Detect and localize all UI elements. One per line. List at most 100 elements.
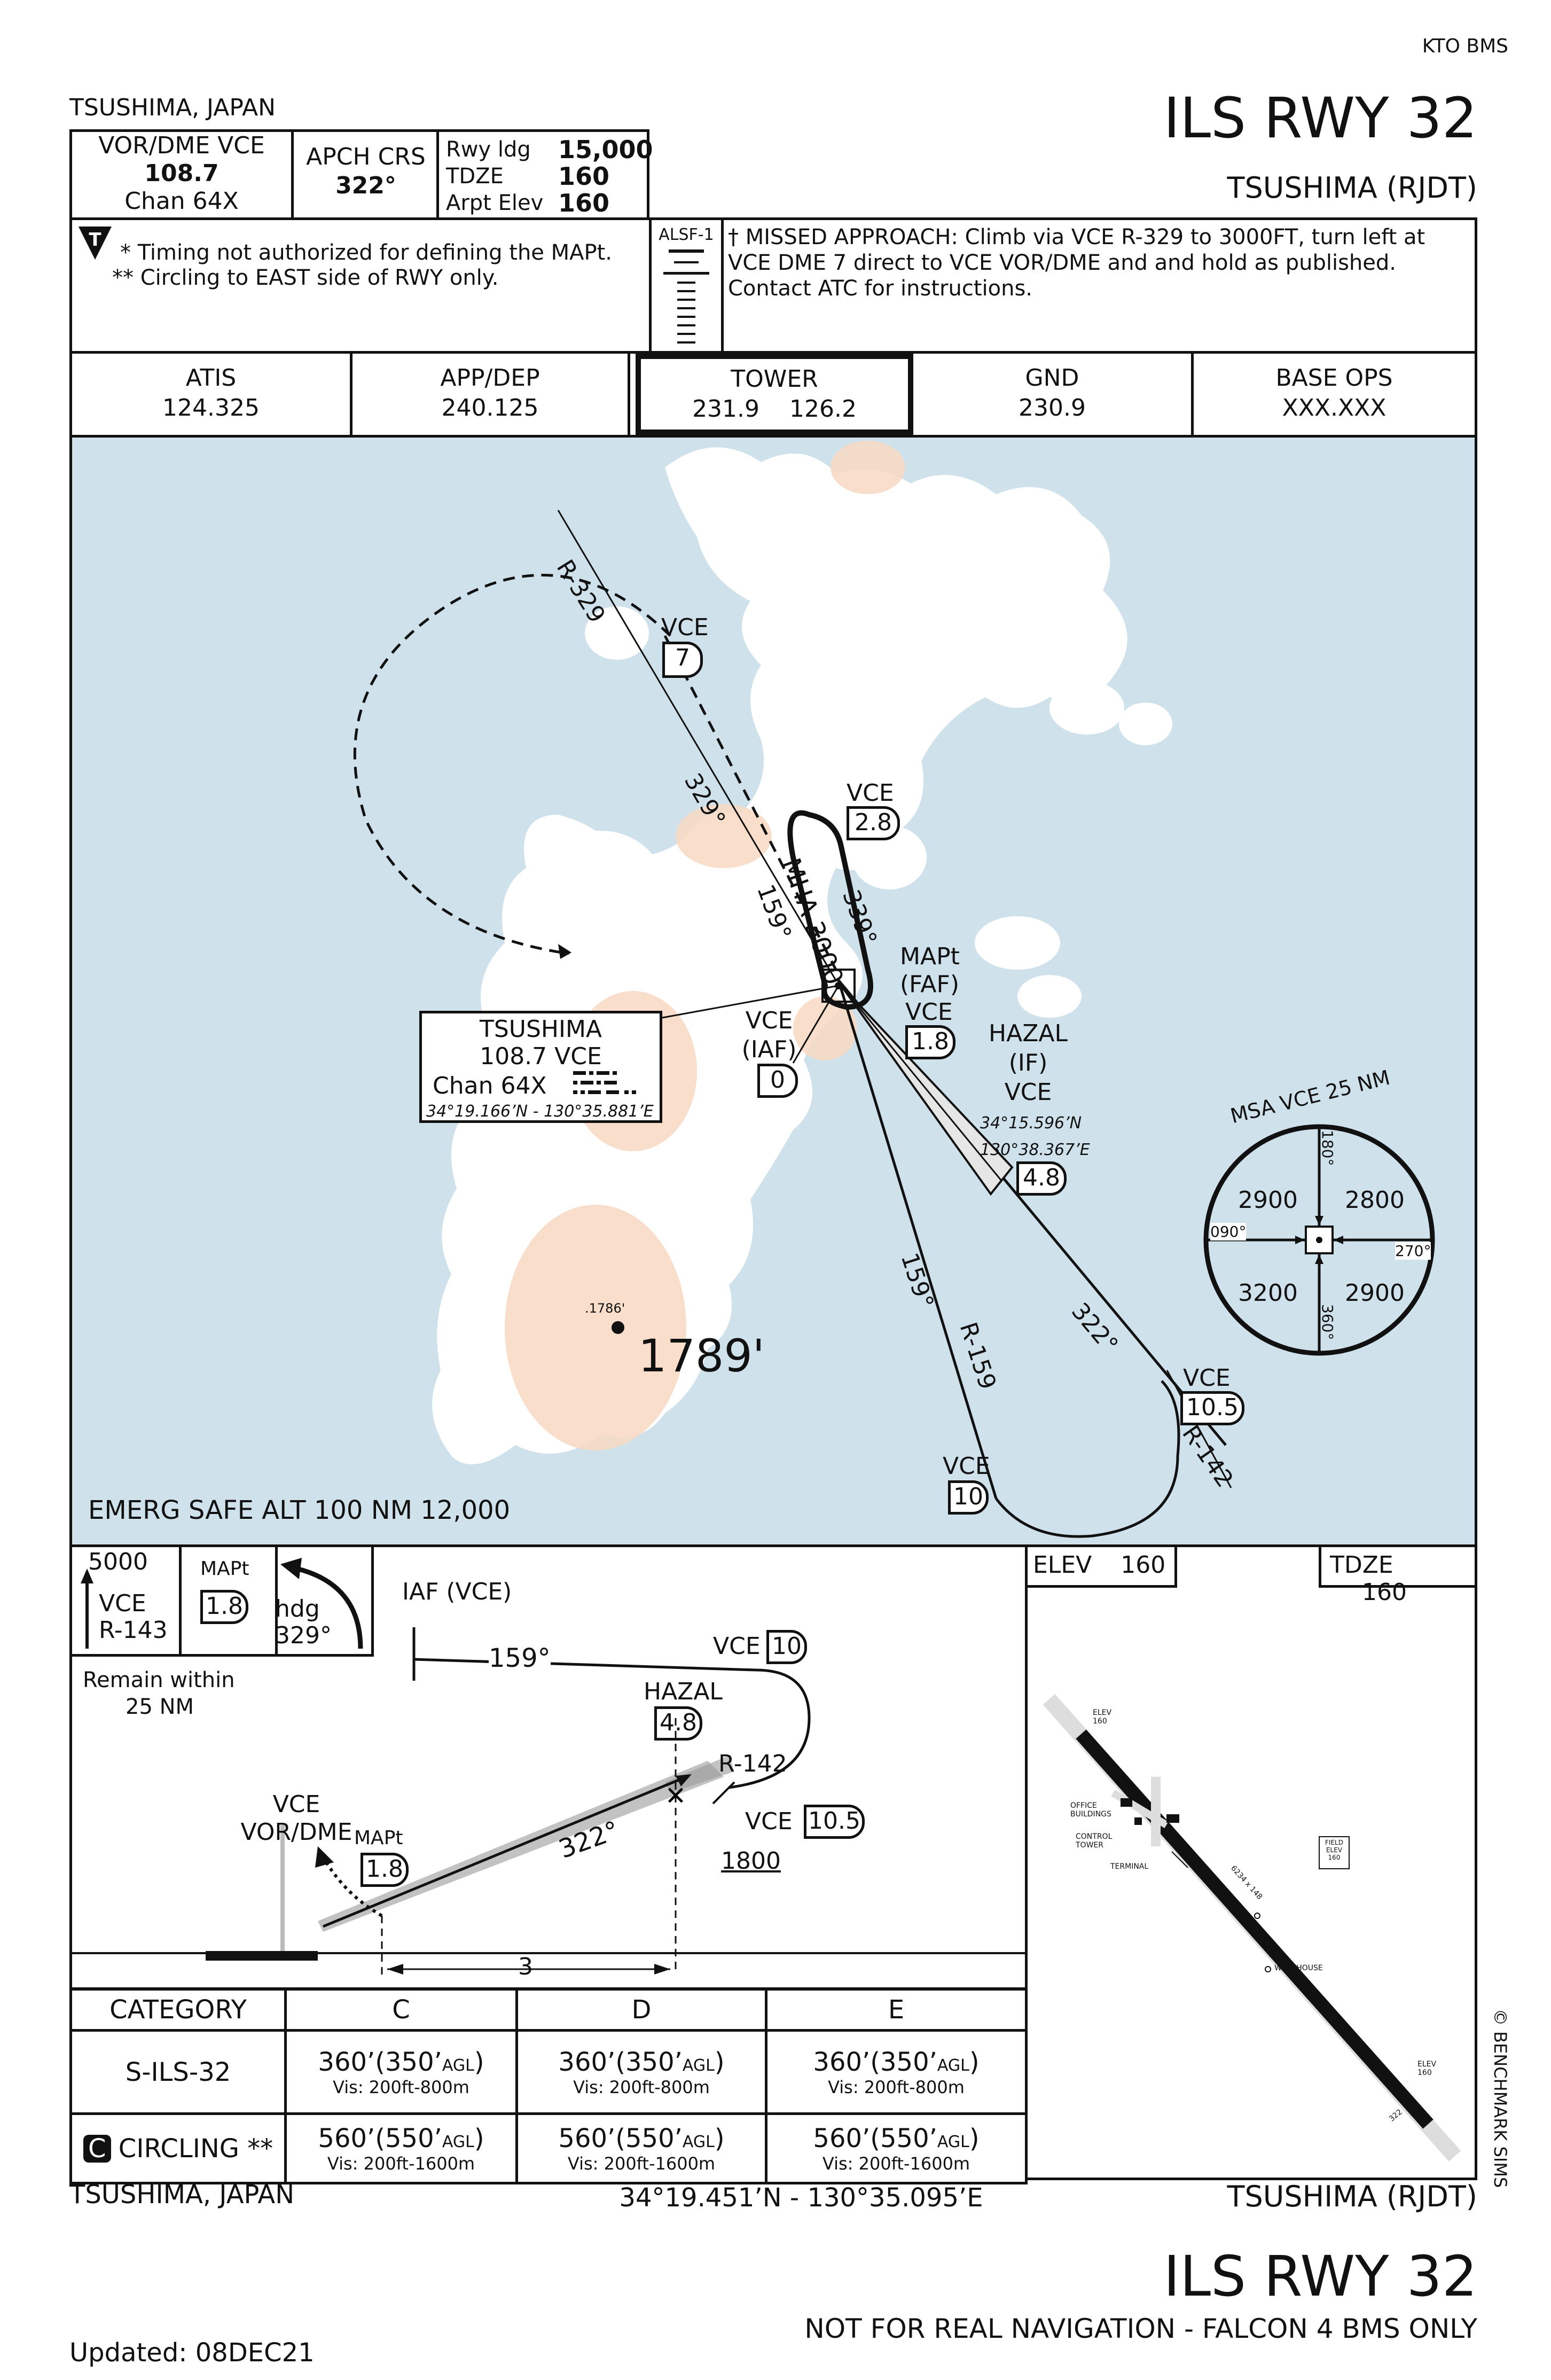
runway-32 [1076, 1729, 1434, 2129]
mins-cell: 560’(550’AGL)Vis: 200ft-1600m [515, 2112, 767, 2184]
alsf-cell: ALSF-1 [652, 220, 724, 351]
mins-row-name: S-ILS-32 [69, 2029, 287, 2115]
tdze-value: 160 [558, 162, 610, 191]
elev-value: 160 [1121, 1551, 1166, 1579]
mins-row-name: CIRCLING ** [118, 2133, 273, 2164]
mins-header-c: C [284, 1987, 518, 2032]
remain-25nm: 25 NM [126, 1695, 194, 1719]
mins-close: ) [714, 2047, 725, 2077]
profile-dme10: 10 [766, 1630, 807, 1664]
approach-lights-icon [663, 249, 709, 344]
comm-label: TOWER [731, 365, 818, 393]
comm-freq: XXX.XXX [1282, 394, 1386, 422]
nav-label: VOR/DME VCE [98, 132, 265, 159]
rwy-ldg-label: Rwy ldg [446, 137, 531, 162]
comm-tower: TOWER 231.9 126.2 [636, 354, 913, 435]
minimums-row-ils: S-ILS-32 360’(350’AGL)Vis: 200ft-800m 36… [69, 2029, 1028, 2115]
mins-cell: 360’(350’AGL)Vis: 200ft-800m [765, 2029, 1028, 2115]
vor-chan: Chan 64X [433, 1072, 547, 1099]
comm-label: APP/DEP [440, 364, 540, 392]
ma-radial: R-143 [99, 1617, 168, 1644]
msa-090: 090° [1210, 1223, 1247, 1240]
msa-se: 2900 [1345, 1279, 1405, 1307]
mapt-label: MAPt [900, 943, 960, 970]
hazal-lat: 34°15.596’N [980, 1114, 1082, 1133]
profile-view: 5000 VCE R-143 MAPt 1.8 hdg 329° ✕ [69, 1544, 1028, 1991]
profile-hazal: HAZAL [644, 1678, 723, 1705]
mins-vis: Vis: 200ft-1600m [327, 2153, 475, 2174]
non-standard-takeoff-icon: T [79, 227, 112, 260]
iaf-name: VCE [745, 1007, 793, 1034]
mins-vis: Vis: 200ft-800m [828, 2077, 965, 2097]
circling-badge: C [83, 2134, 111, 2163]
profile-dme105: 10.5 [804, 1805, 865, 1839]
ma-hdg-value: 329° [275, 1622, 332, 1649]
fix10-dme: 10 [948, 1480, 989, 1515]
chart-title: ILS RWY 32 [1163, 85, 1478, 151]
apch-crs-cell: APCH CRS 322° [294, 143, 438, 217]
fix18-dme: 1.8 [905, 1025, 955, 1059]
mins-close: ) [474, 2123, 484, 2153]
airport-diagram: ELEV 160 TDZE 160 ELEV 160 FIELD ELEV 16… [1025, 1544, 1477, 2180]
vor-leader [662, 985, 839, 1019]
comm-atis: ATIS 124.325 [72, 354, 352, 435]
mins-header-category: CATEGORY [69, 1987, 287, 2032]
msa-diagram: MSA VCE 25 NM 2900 2800 3200 2900 180° 0… [1196, 1066, 1442, 1357]
control-tower: CONTROL TOWER [1076, 1832, 1113, 1850]
note-timing: * Timing not authorized for defining the… [120, 240, 613, 265]
copyright: © BENCHMARK SIMS [1490, 2009, 1510, 2188]
runway-diagram [1043, 1694, 1461, 2161]
comm-label: BASE OPS [1275, 364, 1393, 392]
briefing-top-box: VOR/DME VCE 108.7 Chan 64X APCH CRS 322°… [69, 129, 653, 220]
iaf-leader [792, 985, 840, 1064]
field-elev: FIELD ELEV 160 [1325, 1839, 1343, 1861]
msa-ne: 2800 [1345, 1187, 1405, 1214]
vor-symbol [821, 969, 856, 1003]
localizer-centerline [840, 985, 1002, 1181]
header-airport: TSUSHIMA (RJDT) [1227, 171, 1477, 205]
comm-label: GND [1025, 364, 1079, 392]
msa-270: 270° [1395, 1242, 1431, 1260]
footer-coords: 34°19.451’N - 130°35.095’E [619, 2183, 983, 2213]
warehouse: WAREHOUSE [1274, 1964, 1323, 1972]
ma-turn-box: hdg 329° [275, 1547, 374, 1657]
procedure-id: KTO BMS [1422, 35, 1508, 57]
elev-label: ELEV [1033, 1551, 1092, 1579]
tdze-label: TDZE [446, 164, 504, 189]
comm-base-ops: BASE OPS XXX.XXX [1194, 354, 1475, 435]
footer-location: TSUSHIMA, JAPAN [69, 2180, 295, 2210]
office-buildings: OFFICE BUILDINGS [1070, 1801, 1111, 1819]
comm-strip: ATIS 124.325 APP/DEP 240.125 TOWER 231.9… [69, 351, 1477, 438]
fix105-name: VCE [1183, 1364, 1231, 1392]
comm-freq: 124.325 [162, 394, 260, 422]
footer-airport: TSUSHIMA (RJDT) [1227, 2180, 1477, 2213]
ma-hdg: hdg [275, 1595, 320, 1622]
svg-text:T: T [89, 229, 101, 251]
rwy-ldg-value: 15,000 [558, 135, 653, 164]
plan-view: R-329 VCE 7 329° VCE 2.8 MHA 3000 159° 3… [69, 435, 1477, 1547]
profile-hazal-dme: 4.8 [654, 1706, 702, 1741]
iaf-label: (IAF) [741, 1036, 797, 1063]
iaf-dme: 0 [757, 1064, 798, 1098]
mins-vis: Vis: 200ft-1600m [822, 2153, 970, 2174]
mins-cell: 360’(350’AGL)Vis: 200ft-800m [284, 2029, 518, 2115]
note-circling: ** Circling to EAST side of RWY only. [112, 266, 499, 290]
mins-alt: 560’(550’ [318, 2123, 442, 2153]
ma-climb-box: 5000 VCE R-143 [72, 1547, 182, 1657]
mins-vis: Vis: 200ft-1600m [567, 2153, 716, 2174]
nav-chan: Chan 64X [124, 188, 239, 215]
apch-crs-label: APCH CRS [306, 143, 426, 170]
ma-mapt-box: MAPt 1.8 [179, 1547, 278, 1657]
fix18-name: VCE [905, 998, 953, 1026]
profile-drawing: ✕ [72, 1627, 1025, 1975]
up-arrow-icon [81, 1569, 93, 1649]
profile-iaf: IAF (VCE) [402, 1578, 512, 1605]
holding-pattern [787, 810, 873, 1010]
hazal-name: HAZAL [989, 1020, 1068, 1047]
apch-crs-value: 322° [335, 172, 396, 199]
msa-sw: 3200 [1238, 1279, 1298, 1307]
mins-alt: 360’(350’ [813, 2047, 937, 2077]
alsf-label: ALSF-1 [659, 225, 714, 244]
